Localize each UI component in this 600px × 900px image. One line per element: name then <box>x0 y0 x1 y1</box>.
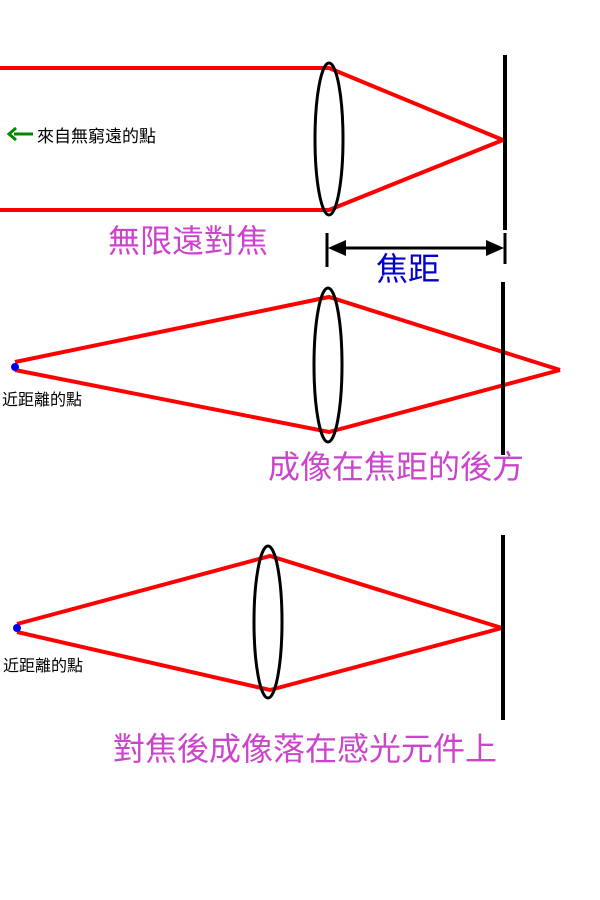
panel-image-behind-focal: 近距離的點 成像在焦距的後方 <box>2 282 561 486</box>
ray-top <box>16 553 503 630</box>
panel-focused-on-sensor: 近距離的點 對焦後成像落在感光元件上 <box>3 535 505 768</box>
panel3-caption: 對焦後成像落在感光元件上 <box>113 730 497 768</box>
ray-top <box>0 66 504 142</box>
panel1-caption: 無限遠對焦 <box>108 222 268 260</box>
ray-top <box>14 294 561 372</box>
green-arrow-icon <box>6 126 33 142</box>
ray-bottom <box>0 138 504 212</box>
lens <box>313 61 345 217</box>
infinity-source-label: 來自無窮遠的點 <box>37 127 156 147</box>
near-source-label: 近距離的點 <box>3 656 83 675</box>
near-point <box>13 624 21 632</box>
lens <box>312 286 344 444</box>
ray-bottom <box>14 368 561 435</box>
ray-bottom <box>16 626 503 693</box>
near-source-label: 近距離的點 <box>2 390 82 409</box>
panel2-caption: 成像在焦距的後方 <box>268 448 524 486</box>
near-point <box>11 363 19 371</box>
panel-infinity-focus: 焦距 無限遠對焦 來自無窮遠的點 <box>0 55 507 288</box>
lens <box>252 544 284 700</box>
focal-length-label: 焦距 <box>376 250 440 288</box>
arrowhead-left <box>328 240 346 256</box>
arrowhead-right <box>486 240 504 256</box>
